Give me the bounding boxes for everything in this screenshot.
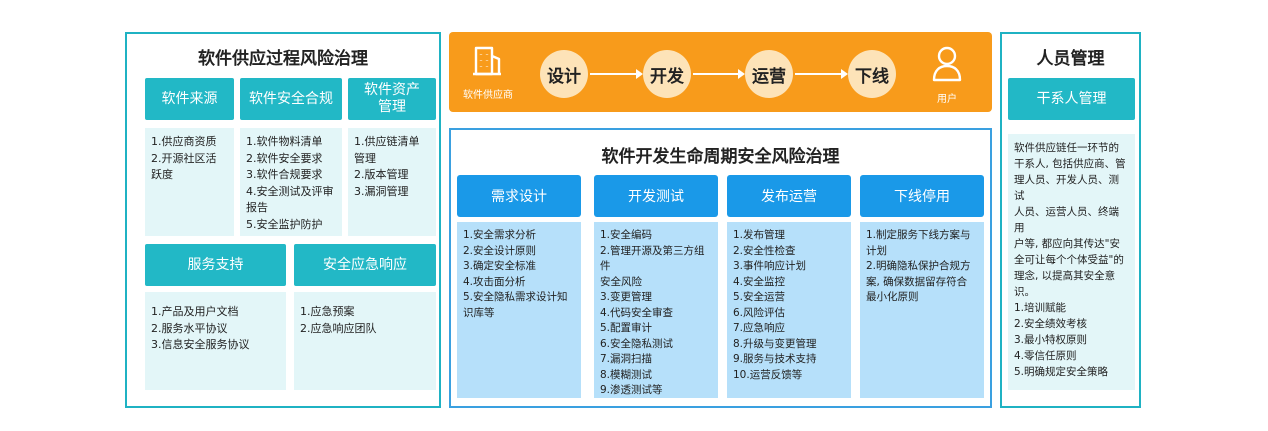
- left-panel-title: 软件供应过程风险治理: [198, 49, 368, 69]
- head-software-compliance: 软件安全合规: [240, 78, 342, 120]
- head-requirements-design: 需求设计: [457, 175, 581, 217]
- list-item: 4.安全监控: [733, 275, 786, 288]
- list-item: 6.安全隐私测试: [600, 337, 674, 350]
- list-item: 1.软件物料清单: [246, 135, 323, 148]
- list-decommission: 1.制定服务下线方案与 计划 2.明确隐私保护合规方 案, 确保数据留存符合 最…: [860, 222, 984, 398]
- list-item: 1.供应商资质: [151, 135, 217, 148]
- list-item: 3.信息安全服务协议: [151, 338, 250, 351]
- list-item: 2.应急响应团队: [300, 321, 377, 335]
- list-item: 2.管理开源及第三方组件 安全风险: [600, 244, 705, 288]
- list-item: 2.软件安全要求: [246, 151, 323, 165]
- list-requirements-design: 1.安全需求分析 2.安全设计原则 3.确定安全标准 4.攻击面分析 5.安全隐…: [457, 222, 581, 398]
- list-item: 6.风险评估: [733, 306, 786, 319]
- list-item: 1.制定服务下线方案与 计划: [866, 229, 971, 257]
- head-emergency-response: 安全应急响应: [294, 244, 436, 286]
- head-stakeholder: 干系人管理: [1008, 78, 1135, 120]
- list-item: 3.确定安全标准: [463, 260, 537, 272]
- list-item: 1.发布管理: [733, 229, 786, 241]
- stage-design: 设计: [540, 50, 588, 98]
- list-item: 10.运营反馈等: [733, 368, 803, 381]
- list-item: 1.培训赋能: [1014, 302, 1067, 314]
- right-panel-title: 人员管理: [1036, 49, 1105, 69]
- list-item: 2.版本管理: [354, 168, 409, 181]
- middle-panel-title: 软件开发生命周期安全风险治理: [601, 147, 840, 167]
- list-item: 2.安全性检查: [733, 244, 796, 257]
- list-item: 5.明确规定安全策略: [1014, 366, 1109, 378]
- list-item: 5.配置审计: [600, 322, 653, 334]
- list-item: 3.最小特权原则: [1014, 334, 1088, 346]
- list-release-ops: 1.发布管理 2.安全性检查 3.事件响应计划 4.安全监控 5.安全运营 6.…: [727, 222, 851, 398]
- head-software-asset: 软件资产 管理: [348, 78, 436, 120]
- list-item: 1.应急预案: [300, 305, 355, 318]
- list-item: 9.渗透测试等: [600, 384, 663, 396]
- list-item: 3.事件响应计划: [733, 260, 807, 272]
- head-service-support: 服务支持: [145, 244, 286, 286]
- list-service-support: 1.产品及用户文档 2.服务水平协议 3.信息安全服务协议: [145, 292, 286, 390]
- stage-develop: 开发: [643, 50, 691, 98]
- arrow-head: [738, 69, 745, 79]
- list-item: 2.安全设计原则: [463, 244, 537, 257]
- list-software-source: 1.供应商资质 2.开源社区活 跃度: [145, 128, 234, 236]
- list-item: 2.开源社区活 跃度: [151, 151, 217, 182]
- list-item: 5.安全隐私需求设计知 识库等: [463, 291, 568, 319]
- list-item: 9.服务与技术支持: [733, 353, 817, 365]
- list-software-compliance: 1.软件物料清单 2.软件安全要求 3.软件合规要求 4.安全测试及评审 报告 …: [240, 128, 342, 236]
- head-software-source: 软件来源: [145, 78, 234, 120]
- lifecycle-banner: [449, 32, 992, 112]
- stakeholder-body: 软件供应链任一环节的 干系人, 包括供应商、管 理人员、开发人员、测试 人员、运…: [1008, 134, 1135, 390]
- list-item: 4.攻击面分析: [463, 275, 526, 288]
- head-dev-test: 开发测试: [594, 175, 718, 217]
- head-decommission: 下线停用: [860, 175, 984, 217]
- list-item: 5.安全运营: [733, 291, 786, 303]
- list-software-asset: 1.供应链清单 管理 2.版本管理 3.漏洞管理: [348, 128, 436, 236]
- list-item: 8.升级与变更管理: [733, 337, 817, 350]
- user-icon: [930, 44, 964, 84]
- list-item: 8.模糊测试: [600, 368, 653, 381]
- stakeholder-intro: 软件供应链任一环节的 干系人, 包括供应商、管 理人员、开发人员、测试 人员、运…: [1014, 142, 1126, 298]
- list-item: 3.漏洞管理: [354, 184, 409, 198]
- list-item: 1.供应链清单 管理: [354, 135, 420, 165]
- arrow-head: [636, 69, 643, 79]
- list-dev-test: 1.安全编码 2.管理开源及第三方组件 安全风险 3.变更管理 4.代码安全审查…: [594, 222, 718, 398]
- arrow-head: [841, 69, 848, 79]
- list-item: 3.软件合规要求: [246, 168, 323, 181]
- stage-operate: 运营: [745, 50, 793, 98]
- stage-retire: 下线: [848, 50, 896, 98]
- head-release-ops: 发布运营: [727, 175, 851, 217]
- list-item: 2.服务水平协议: [151, 321, 228, 335]
- list-item: 5.安全监护防护: [246, 217, 323, 231]
- list-item: 4.零信任原则: [1014, 350, 1077, 362]
- flow-arrows: [590, 69, 848, 79]
- list-item: 1.安全需求分析: [463, 229, 537, 241]
- list-emergency-response: 1.应急预案 2.应急响应团队: [294, 292, 436, 390]
- user-label: 用户: [937, 94, 957, 105]
- list-item: 1.安全编码: [600, 229, 653, 241]
- list-item: 4.安全测试及评审 报告: [246, 184, 334, 215]
- list-item: 7.漏洞扫描: [600, 353, 653, 365]
- list-item: 2.安全绩效考核: [1014, 318, 1088, 330]
- list-item: 7.应急响应: [733, 322, 786, 334]
- supplier-label: 软件供应商: [463, 90, 513, 101]
- list-item: 4.代码安全审查: [600, 306, 674, 319]
- list-item: 3.变更管理: [600, 291, 653, 303]
- list-item: 1.产品及用户文档: [151, 305, 239, 318]
- list-item: 2.明确隐私保护合规方 案, 确保数据留存符合 最小化原则: [866, 260, 971, 303]
- building-icon: [470, 44, 504, 78]
